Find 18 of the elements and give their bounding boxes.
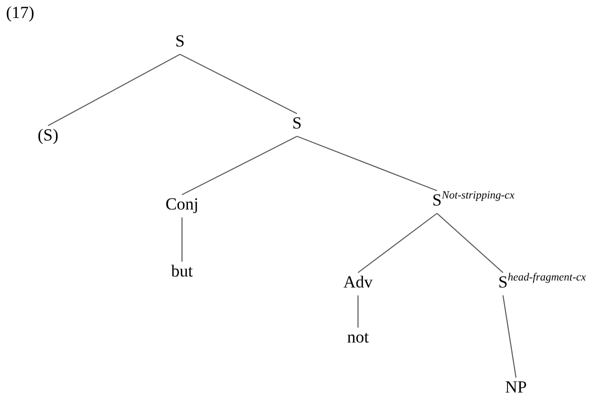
tree-branch bbox=[182, 136, 298, 196]
example-number: (17) bbox=[6, 3, 34, 23]
tree-node-label: Conj bbox=[165, 196, 199, 214]
tree-node-label: Adv bbox=[343, 274, 373, 292]
tree-branch bbox=[358, 212, 438, 274]
tree-branch bbox=[48, 54, 180, 126]
tree-node-label: S$^{Not-stripping-cx}$ bbox=[432, 192, 514, 210]
tree-node-label: NP bbox=[505, 378, 527, 398]
tree-node-label: S bbox=[175, 32, 185, 52]
tree-branch bbox=[436, 212, 504, 274]
tree-branch bbox=[502, 294, 516, 378]
tree-node-label: not bbox=[347, 328, 369, 348]
tree-node-label: S$^{head-fragment-cx}$ bbox=[498, 274, 586, 292]
tree-node-label: (S) bbox=[38, 126, 58, 146]
tree-node-label: but bbox=[171, 262, 193, 282]
tree-node-label: S bbox=[292, 114, 302, 134]
tree-branch bbox=[180, 54, 298, 114]
tree-branch bbox=[296, 136, 438, 192]
